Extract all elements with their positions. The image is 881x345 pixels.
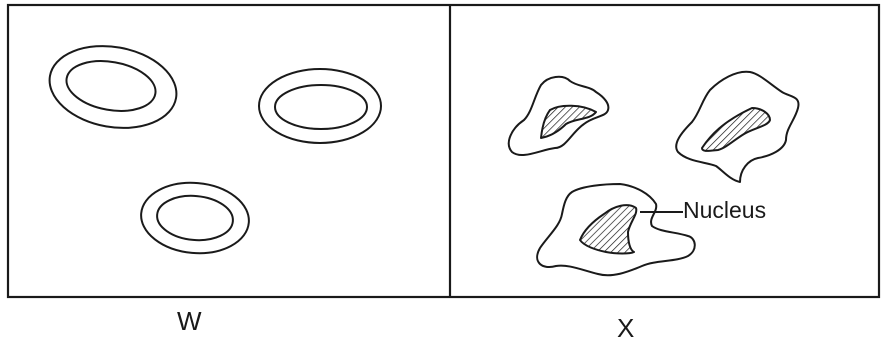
- irregular-cell: [509, 77, 609, 155]
- oval-cell: [43, 36, 183, 137]
- irregular-cell: [676, 72, 798, 182]
- oval-cell: [259, 69, 381, 143]
- nucleus-shape: [580, 205, 636, 253]
- nucleus-shape: [702, 108, 770, 151]
- diagram-frame: [8, 5, 879, 297]
- oval-cell: [138, 178, 252, 257]
- nucleus-label: Nucleus: [683, 199, 766, 222]
- panel-label-x: X: [617, 315, 634, 341]
- panel-x-cells: [509, 72, 799, 276]
- irregular-cell: [537, 184, 695, 275]
- panel-label-w: W: [177, 308, 202, 334]
- panel-w-cells: [43, 36, 381, 257]
